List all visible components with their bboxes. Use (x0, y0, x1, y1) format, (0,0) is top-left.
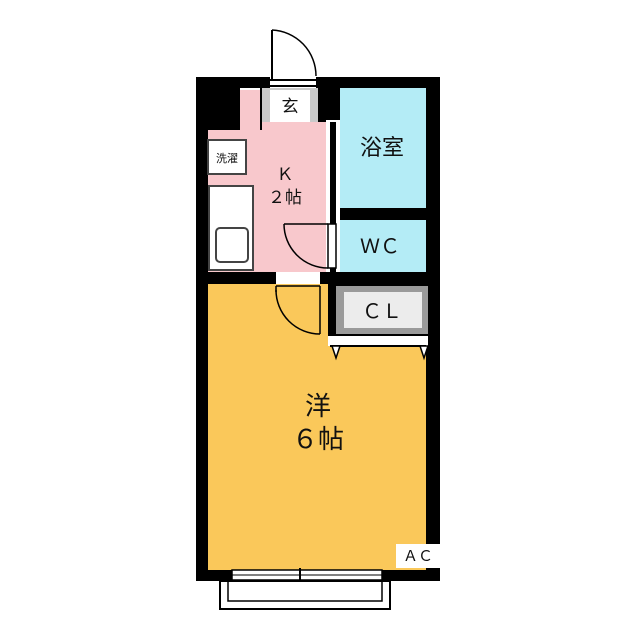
toilet-door (283, 223, 337, 269)
western-room-main (208, 346, 426, 570)
genkan-tile (270, 90, 310, 123)
bath-label: 浴室 (360, 136, 404, 161)
washer-label: 洗濯 (216, 152, 238, 165)
western-label-line2: ６帖 (292, 425, 344, 455)
toilet-room (340, 220, 426, 272)
western-door-gap (276, 272, 320, 284)
kitchen-label-line1: Ｋ (277, 165, 294, 185)
closet-inner (344, 292, 422, 328)
kitchen-label-line2: ２帖 (268, 188, 302, 208)
balcony (219, 580, 391, 610)
genkan-label: 玄 (282, 97, 299, 117)
washer-box (207, 139, 247, 175)
aircon-box (396, 544, 440, 568)
western-door (275, 285, 321, 335)
entry-corridor-pink (240, 90, 260, 130)
entry-door (270, 29, 318, 88)
balcony-inner (227, 580, 383, 602)
western-label-line1: 洋 (305, 392, 331, 422)
kitchen-area-ext (262, 122, 326, 134)
bathroom (340, 88, 426, 208)
closet-label: ＣＬ (362, 299, 402, 323)
window (231, 568, 383, 582)
kitchen-sink (215, 227, 249, 263)
aircon-label: ＡＣ (403, 547, 433, 565)
closet-doors (328, 336, 430, 361)
kitchen-partition-inner (330, 122, 336, 272)
toilet-label: ＷＣ (360, 234, 400, 258)
